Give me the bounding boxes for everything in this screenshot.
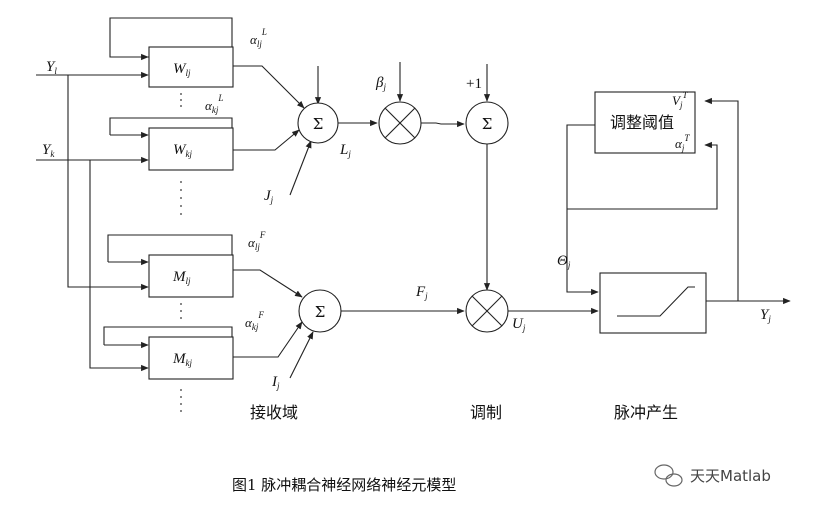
section-modulate-label: 调制 [470,403,502,422]
threshold-block [594,91,696,154]
theta-j-label: Θj [557,253,571,270]
i-j-label: Ij [271,374,280,391]
input-lines [36,71,149,372]
alpha-kj-l-label: αkjL [205,93,223,115]
block-w-lj-label: Wlj [173,61,191,78]
feeding-sum-group: Σ [233,269,342,379]
block-w-kj-label: Wkj [173,142,192,159]
pulse-generator-block [599,272,707,334]
plus-one-sum-group: Σ [465,64,509,145]
figure-caption: 图1 脉冲耦合神经网络神经元模型 [232,476,456,494]
block-w-kj-group: Wkj [109,117,234,171]
input-y-k-label: Yk [42,142,55,159]
block-w-kj [148,127,234,171]
section-receive-label: 接收域 [250,403,298,422]
threshold-label: 调整阈值 [610,113,674,132]
linking-sum-group: Σ [233,65,339,196]
block-w-lj [148,46,234,88]
alpha-lj-l-label: αljL [250,27,267,49]
threshold-group: 调整阈值 VjT αjT [594,90,696,154]
watermark-text: 天天Matlab [690,467,771,485]
j-j-label: Jj [264,188,274,205]
y-j-output-label: Yj [760,307,771,324]
threshold-alpha-label: αjT [675,133,690,153]
alpha-kj-f-label: αkjF [245,310,264,332]
alpha-lj-f-label: αljF [248,230,266,252]
l-j-label: Lj [339,142,351,159]
block-m-lj [148,254,234,298]
input-y-l-label: Yl [46,59,57,76]
watermark: 天天Matlab [654,464,771,487]
block-m-kj-label: Mkj [172,351,192,368]
wechat-icon [654,464,683,487]
modulator-group [465,289,509,333]
sigma-symbol: Σ [315,303,326,321]
u-j-label: Uj [512,316,526,333]
ellipsis-dots [180,93,182,412]
block-w-lj-group: Wlj [109,17,234,88]
labels: Yl Yk αljL αkjL αljF αkjF βj +1 Lj Jj Fj… [42,27,771,494]
f-j-label: Fj [415,284,428,301]
pulse-generator-group [599,272,707,334]
block-m-lj-group: Mlj [107,234,234,298]
block-m-kj-group: Mkj [103,326,234,380]
beta-label: βj [375,75,386,92]
threshold-v-label: VjT [672,90,688,110]
block-m-kj [148,336,234,380]
sigma-symbol: Σ [313,115,324,133]
section-pulse-label: 脉冲产生 [614,403,678,422]
plus-one-label: +1 [466,76,482,92]
beta-multiplier-group [378,62,422,145]
block-m-lj-label: Mlj [172,269,191,286]
sigma-symbol: Σ [482,115,493,133]
